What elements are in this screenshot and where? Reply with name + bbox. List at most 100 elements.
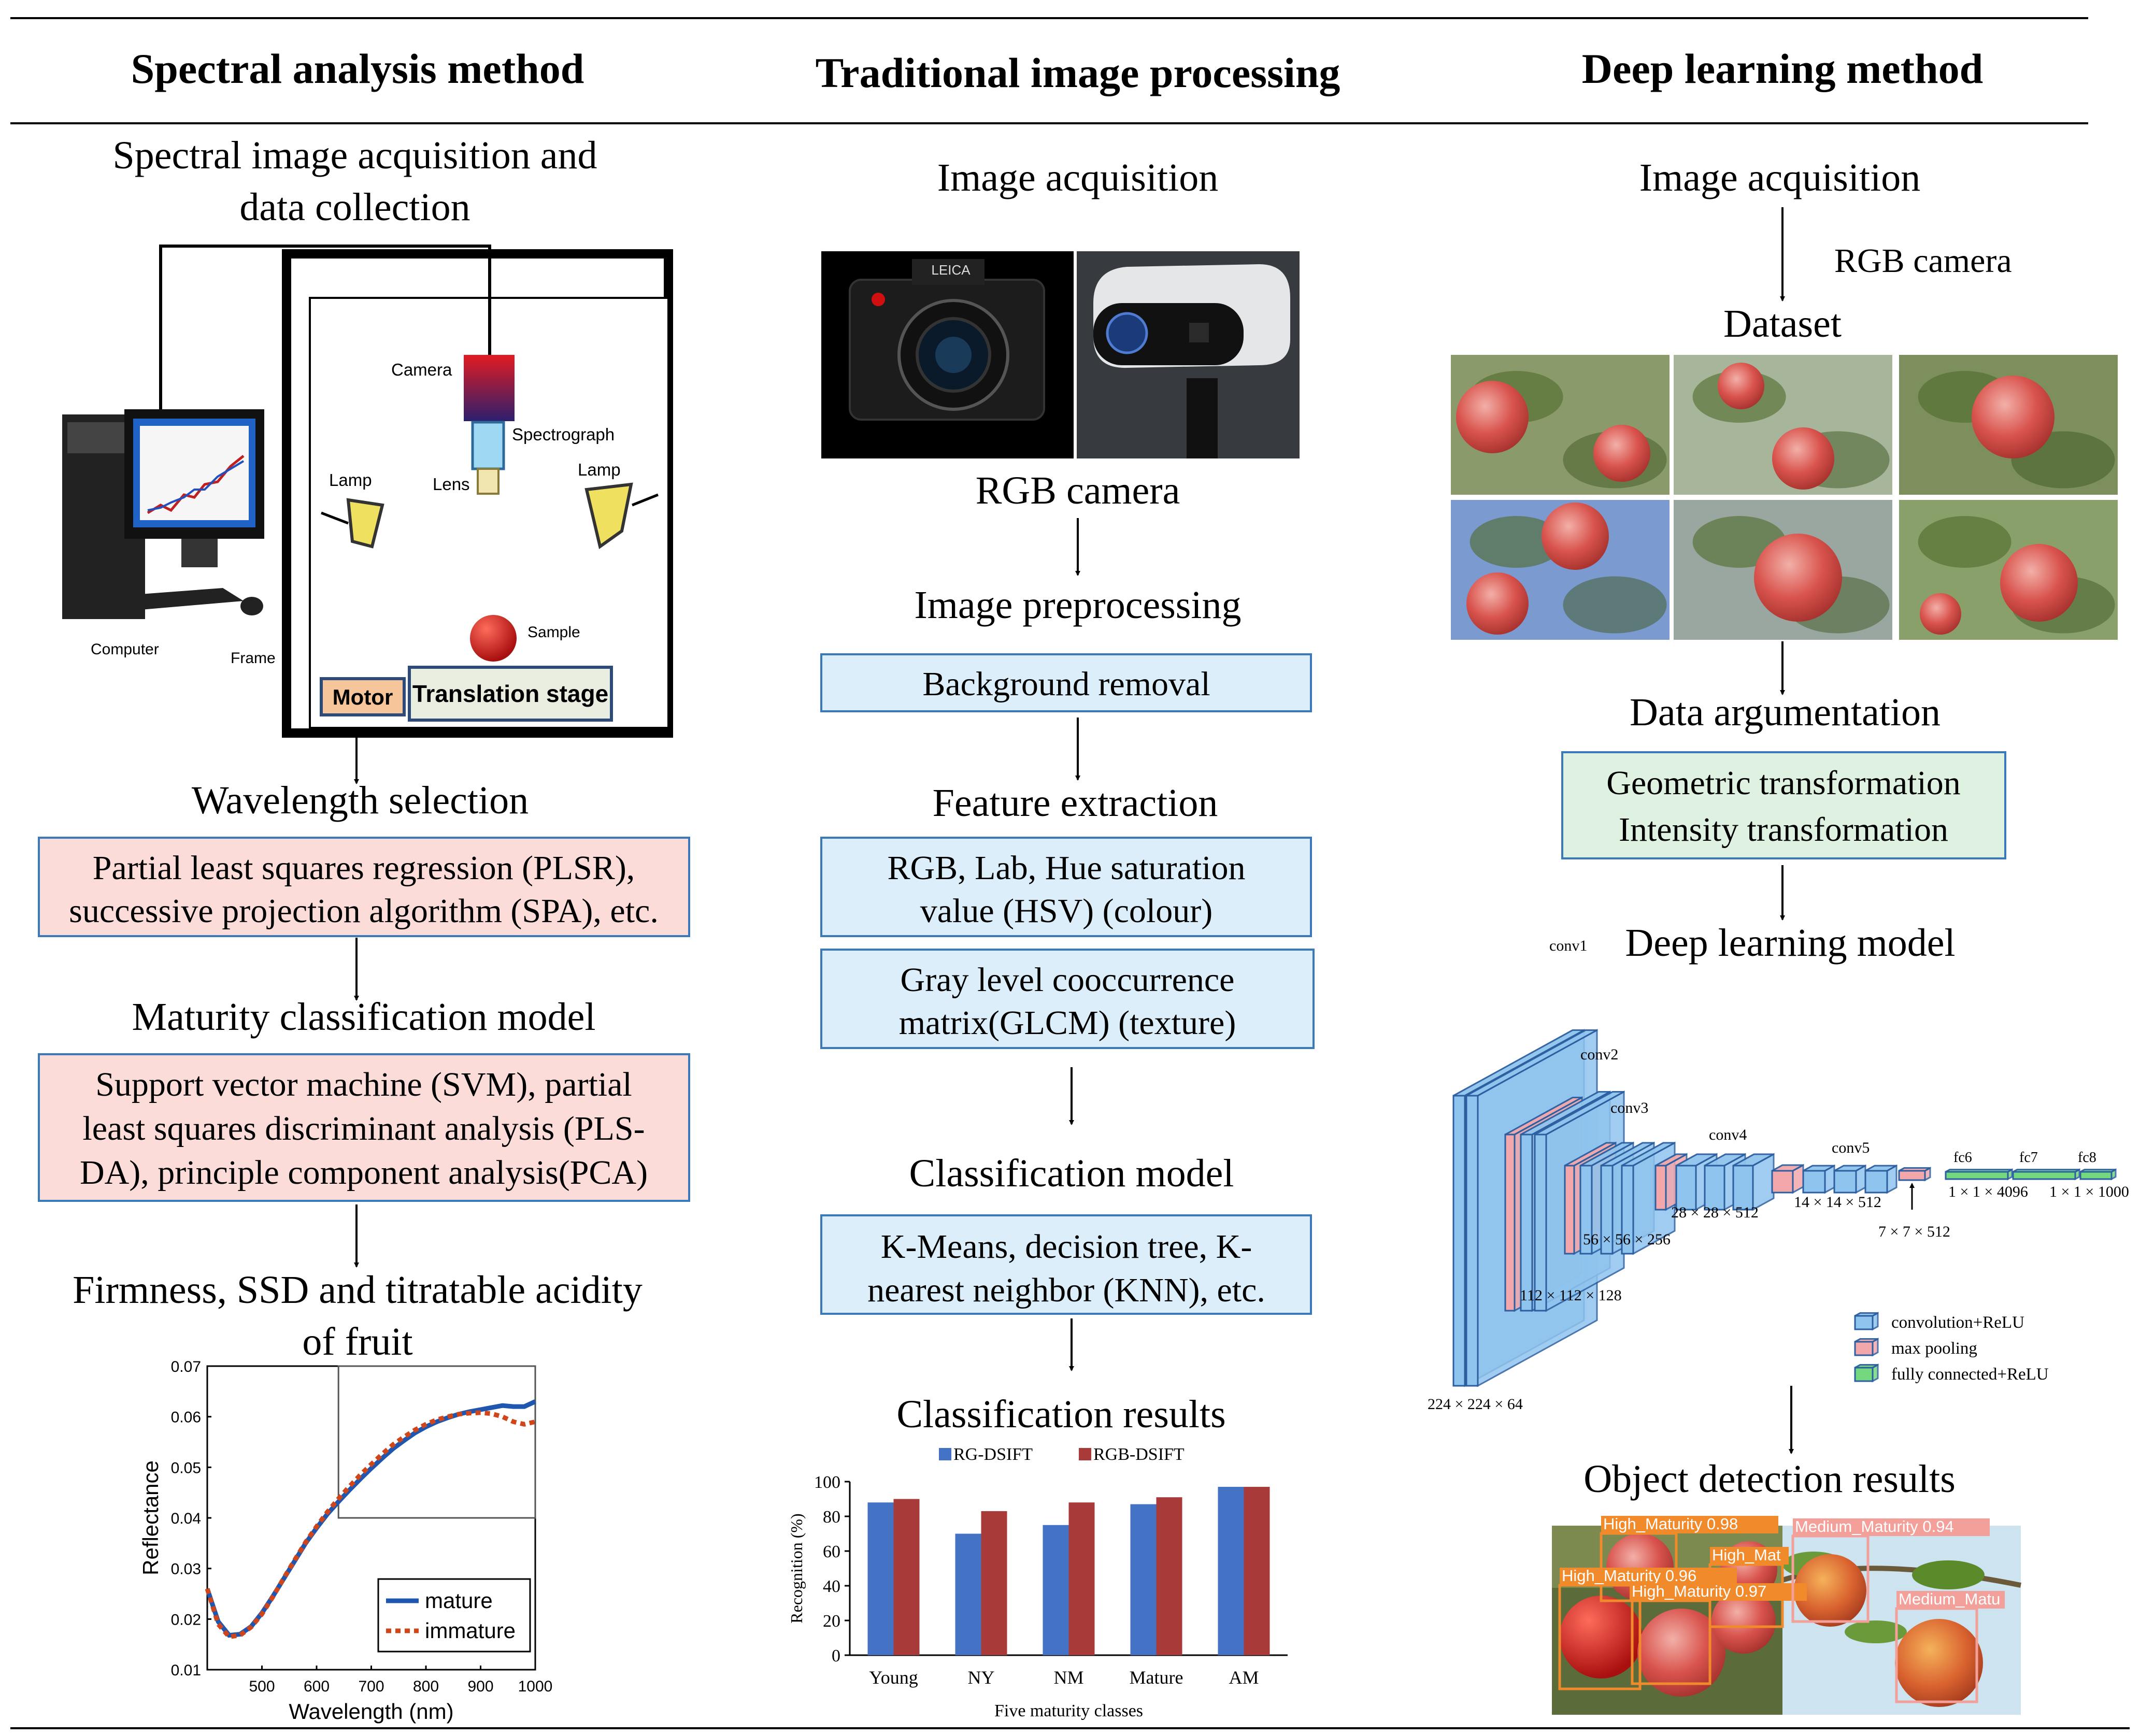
- bar-RG-DSIFT-Mature: [1130, 1504, 1157, 1655]
- y-tick-label: 80: [823, 1508, 840, 1527]
- bar-RG-DSIFT-Young: [867, 1502, 894, 1655]
- y-tick-label: 100: [814, 1473, 840, 1492]
- y-tick-label: 0.01: [171, 1662, 201, 1679]
- detection-label-bg: [1896, 1591, 2005, 1609]
- bar-RGB-DSIFT-NM: [1068, 1502, 1095, 1655]
- legend-box: [377, 1578, 531, 1653]
- bar-RG-DSIFT-NY: [955, 1533, 981, 1655]
- y-tick-label: 0.04: [171, 1510, 201, 1527]
- y-axis-label: Reflectance: [138, 1460, 163, 1575]
- box-class-line1: K-Means, decision tree, K-: [881, 1228, 1252, 1266]
- label-dim-112: 112 × 112 × 128: [1520, 1287, 1622, 1304]
- legend-fc-label: fully connected+ReLU: [1891, 1365, 2049, 1384]
- bar-RGB-DSIFT-NY: [981, 1511, 1007, 1655]
- detection-label-bg: [1630, 1583, 1807, 1601]
- label-dim-4096: 1 × 1 × 4096: [1948, 1183, 2028, 1200]
- apple: [2000, 544, 2078, 622]
- x-tick-label: 500: [249, 1678, 275, 1695]
- category-label: Mature: [1130, 1667, 1183, 1688]
- x-tick-label: 900: [467, 1678, 493, 1695]
- y-tick-label: 0.06: [171, 1409, 201, 1426]
- pool5-slab-front: [1898, 1170, 1926, 1181]
- conv5-slab-a-side: [1824, 1164, 1835, 1194]
- apple: [1593, 425, 1650, 482]
- label-conv2: conv2: [1580, 1046, 1618, 1063]
- trad-step-acq: Image acquisition: [937, 156, 1218, 199]
- camera-block: [464, 355, 515, 421]
- legend-conv-label: convolution+ReLU: [1891, 1313, 2024, 1332]
- y-tick-label: 20: [823, 1612, 840, 1631]
- legend-label-mature: mature: [425, 1588, 493, 1613]
- trad-camera-label: RGB camera: [976, 469, 1180, 512]
- x-tick-label: 600: [304, 1678, 330, 1695]
- deep-step-dataset: Dataset: [1723, 302, 1842, 346]
- detection-label: High_Maturity 0.97: [1632, 1582, 1766, 1600]
- conv3-slab-b-front: [1600, 1165, 1614, 1255]
- zoom-region-box: [337, 1365, 536, 1519]
- legend-label-immature: immature: [425, 1618, 516, 1643]
- label-dim-7: 7 × 7 × 512: [1878, 1223, 1950, 1240]
- y-tick-label: 0.07: [171, 1358, 201, 1375]
- box-model-line3: DA), principle component analysis(PCA): [80, 1154, 648, 1192]
- x-axis-label: Wavelength (nm): [289, 1699, 453, 1724]
- y-tick-label: 0.02: [171, 1611, 201, 1628]
- conv4-slab-a-front: [1675, 1165, 1697, 1211]
- conv3-slab-a-front: [1579, 1165, 1593, 1255]
- label-dim-1000: 1 × 1 × 1000: [2049, 1183, 2129, 1200]
- detection-label: Medium_Matu: [1899, 1590, 2000, 1608]
- azure-stand: [1187, 378, 1218, 458]
- conv5-slab-a-front: [1802, 1170, 1826, 1194]
- box-aug-line1: Geometric transformation: [1606, 764, 1961, 802]
- label-spectrograph: Spectrograph: [512, 425, 615, 444]
- label-dim-14: 14 × 14 × 512: [1794, 1194, 1881, 1211]
- legend-label-RGB-DSIFT: RGB-DSIFT: [1093, 1445, 1185, 1464]
- box-feat2-line2: matrix(GLCM) (texture): [899, 1004, 1236, 1042]
- label-dim-56: 56 × 56 × 256: [1583, 1231, 1671, 1248]
- box-classifiers: [820, 1214, 1312, 1315]
- pool4-slab-front: [1771, 1170, 1794, 1194]
- label-dim-28: 28 × 28 × 512: [1671, 1204, 1759, 1221]
- category-label: NM: [1053, 1667, 1083, 1688]
- label-fc6: fc6: [1953, 1150, 1972, 1166]
- conv1-slab-a-front: [1452, 1095, 1466, 1387]
- box-model-line1: Support vector machine (SVM), partial: [95, 1066, 632, 1103]
- bar-RGB-DSIFT-Young: [893, 1499, 920, 1655]
- detection-label: High_Maturity 0.96: [1562, 1567, 1696, 1585]
- detection-label: High_Maturity 0.98: [1603, 1515, 1738, 1533]
- conv4-slab-c-front: [1732, 1165, 1754, 1211]
- box-pre-text: Background removal: [922, 665, 1210, 703]
- detection-label: Medium_Maturity 0.94: [1795, 1517, 1954, 1536]
- trad-step-feat: Feature extraction: [933, 781, 1218, 825]
- pool3-slab-front: [1654, 1165, 1667, 1211]
- camera-photos: LEICA: [821, 251, 1300, 458]
- box-class-line2: nearest neighbor (KNN), etc.: [867, 1271, 1265, 1309]
- conv3-slab-c-front: [1621, 1165, 1634, 1255]
- box-feat2-line1: Gray level cooccurrence: [901, 961, 1235, 999]
- legend-swatch-RG-DSIFT: [939, 1448, 951, 1460]
- box-wavelength-line1: Partial least squares regression (PLSR),: [93, 849, 635, 887]
- legend-swatch-RGB-DSIFT: [1079, 1448, 1091, 1460]
- deep-step-aug: Data argumentation: [1630, 691, 1941, 734]
- box-model-line2: least squares discriminant analysis (PLS…: [82, 1110, 645, 1147]
- x-tick-label: 700: [358, 1678, 384, 1695]
- stage-box: [408, 666, 613, 722]
- leica-red-dot: [872, 293, 885, 306]
- conv5-slab-c-side: [1886, 1164, 1898, 1194]
- label-dim-224: 224 × 224 × 64: [1428, 1396, 1523, 1413]
- conv2-slab-b-front: [1534, 1134, 1547, 1312]
- legend-label-RG-DSIFT: RG-DSIFT: [953, 1445, 1033, 1464]
- y-tick-label: 60: [823, 1542, 840, 1561]
- bar-RGB-DSIFT-AM: [1244, 1487, 1270, 1655]
- legend-pool-swatch-front: [1854, 1341, 1874, 1356]
- label-sample: Sample: [527, 624, 580, 641]
- apple: [1718, 363, 1764, 409]
- category-label: AM: [1229, 1667, 1259, 1688]
- step-wavelength: Wavelength selection: [192, 779, 529, 822]
- lamp-left: [346, 498, 384, 549]
- deep-step-acq: Image acquisition: [1639, 156, 1920, 199]
- lens-block: [477, 468, 500, 495]
